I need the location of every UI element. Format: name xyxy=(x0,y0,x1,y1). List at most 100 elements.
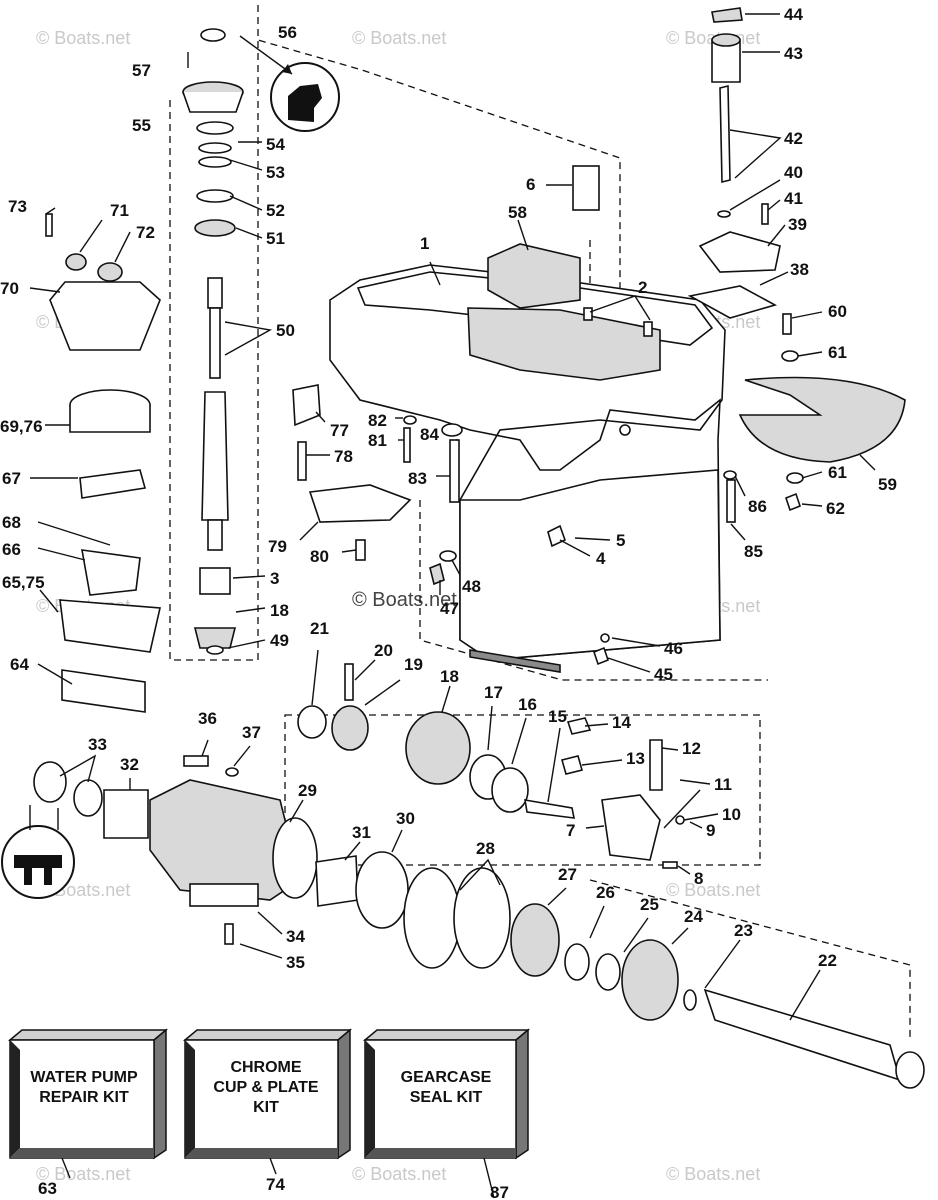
callout: 31 xyxy=(352,823,371,842)
callout: 18 xyxy=(270,601,289,620)
callout: 80 xyxy=(310,547,329,566)
upper-mid-parts xyxy=(487,165,653,337)
callout: 50 xyxy=(276,321,295,340)
shift-and-pinion-parts xyxy=(292,384,610,666)
callout: 9 xyxy=(706,821,715,840)
watermark: © Boats.net xyxy=(36,1164,130,1184)
callout: 17 xyxy=(484,683,503,702)
sealant-icon xyxy=(1,805,75,899)
kit-chrome-cup-plate: CHROME CUP & PLATE KIT xyxy=(182,1028,353,1175)
callout: 79 xyxy=(268,537,287,556)
callout: 7 xyxy=(566,821,575,840)
kit-label-line2: REPAIR KIT xyxy=(39,1089,129,1106)
callout: 78 xyxy=(334,447,353,466)
callout: 71 xyxy=(110,201,129,220)
shift-linkage xyxy=(687,7,906,523)
callout-labels: 44 43 42 40 41 39 38 60 61 61 59 62 86 8… xyxy=(0,5,897,1200)
callout: 33 xyxy=(88,735,107,754)
kit-label-line1: GEARCASE xyxy=(401,1069,492,1086)
callout: 12 xyxy=(682,739,701,758)
callout: 55 xyxy=(132,116,151,135)
callout: 73 xyxy=(8,197,27,216)
watermark: © Boats.net xyxy=(666,880,760,900)
callout: 45 xyxy=(654,665,673,684)
callout: 20 xyxy=(374,641,393,660)
callout: 21 xyxy=(310,619,329,638)
driveshaft-stack xyxy=(182,28,244,655)
callout: 24 xyxy=(684,907,703,926)
gearcase-housing xyxy=(329,264,726,673)
callout: 46 xyxy=(664,639,683,658)
callout: 15 xyxy=(548,707,567,726)
kit-label-line1: CHROME xyxy=(230,1059,301,1076)
callout: 47 xyxy=(440,599,459,618)
callout: 42 xyxy=(784,129,803,148)
callout: 51 xyxy=(266,229,285,248)
callout: 49 xyxy=(270,631,289,650)
callout: 44 xyxy=(784,5,803,24)
kit-label-line1: WATER PUMP xyxy=(30,1069,138,1086)
callout: 66 xyxy=(2,540,21,559)
kit-gearcase-seal: GEARCASE SEAL KIT xyxy=(362,1028,531,1199)
callout: 63 xyxy=(38,1179,57,1198)
watermark: © Boats.net xyxy=(352,1164,446,1184)
callout: 16 xyxy=(518,695,537,714)
callout: 53 xyxy=(266,163,285,182)
callout: 1 xyxy=(420,234,429,253)
callout: 35 xyxy=(286,953,305,972)
lower-gear-parts xyxy=(33,663,925,1089)
seal-tool-icon xyxy=(239,35,340,132)
kit-label-line2: SEAL KIT xyxy=(410,1089,483,1106)
callout: 36 xyxy=(198,709,217,728)
callout: 61 xyxy=(828,343,847,362)
callout: 85 xyxy=(744,542,763,561)
callout: 6 xyxy=(526,175,535,194)
callout: 65,75 xyxy=(2,573,45,592)
callout: 86 xyxy=(748,497,767,516)
callout: 14 xyxy=(612,713,631,732)
leader-lines xyxy=(29,13,876,1021)
watermark: © Boats.net xyxy=(36,28,130,48)
callout: 41 xyxy=(784,189,803,208)
callout: 37 xyxy=(242,723,261,742)
callout: 27 xyxy=(558,865,577,884)
callout: 74 xyxy=(266,1175,285,1194)
callout: 56 xyxy=(278,23,297,42)
callout: 59 xyxy=(878,475,897,494)
kit-water-pump-repair: WATER PUMP REPAIR KIT xyxy=(7,1028,169,1179)
callout: 39 xyxy=(788,215,807,234)
callout: 58 xyxy=(508,203,527,222)
watermark: © Boats.net xyxy=(666,1164,760,1184)
callout: 64 xyxy=(10,655,29,674)
callout: 5 xyxy=(616,531,625,550)
callout: 77 xyxy=(330,421,349,440)
callout: 29 xyxy=(298,781,317,800)
callout: 19 xyxy=(404,655,423,674)
callout: 60 xyxy=(828,302,847,321)
callout: 72 xyxy=(136,223,155,242)
callout: 38 xyxy=(790,260,809,279)
callout: 82 xyxy=(368,411,387,430)
callout: 69,76 xyxy=(0,417,43,436)
callout: 11 xyxy=(714,775,732,794)
callout: 83 xyxy=(408,469,427,488)
callout: 68 xyxy=(2,513,21,532)
callout: 13 xyxy=(626,749,645,768)
callout: 62 xyxy=(826,499,845,518)
callout: 67 xyxy=(2,469,21,488)
callout: 8 xyxy=(694,869,703,888)
callout: 87 xyxy=(490,1183,509,1200)
water-pump-parts xyxy=(45,213,161,713)
callout: 40 xyxy=(784,163,803,182)
callout: 34 xyxy=(286,927,305,946)
callout: 52 xyxy=(266,201,285,220)
callout: 32 xyxy=(120,755,139,774)
watermark: © Boats.net xyxy=(352,28,446,48)
callout: 48 xyxy=(462,577,481,596)
callout: 43 xyxy=(784,44,803,63)
callout: 61 xyxy=(828,463,847,482)
callout: 28 xyxy=(476,839,495,858)
kit-label-line2: CUP & PLATE xyxy=(213,1079,319,1096)
kit-label-line3: KIT xyxy=(253,1099,279,1116)
